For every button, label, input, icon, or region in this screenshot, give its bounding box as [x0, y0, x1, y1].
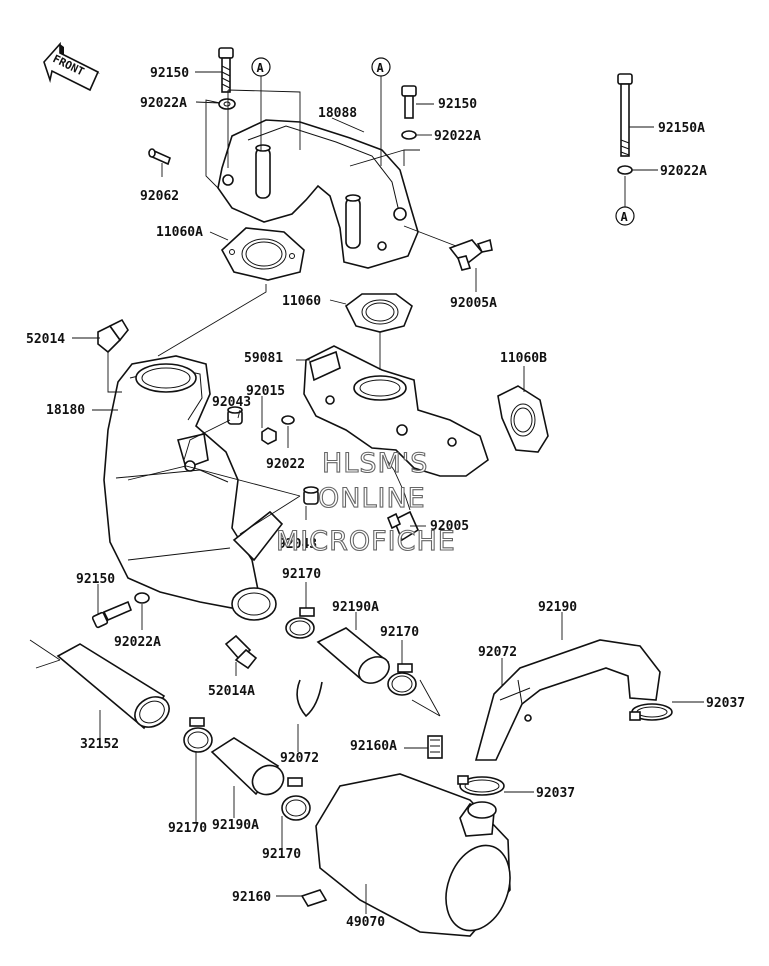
label-52014: 52014: [26, 332, 65, 347]
stud-92062: [148, 148, 171, 166]
label-92170-d: 92170: [262, 847, 301, 862]
watermark-line-1: HLSM'S: [322, 448, 428, 479]
label-11060b: 11060B: [500, 351, 547, 366]
label-11060a: 11060A: [156, 225, 203, 240]
bolt-92150a: [617, 73, 633, 157]
label-92072-a: 92072: [478, 645, 517, 660]
chamber-outlet: [231, 587, 277, 621]
label-92150-low: 92150: [76, 572, 115, 587]
svg-text:A: A: [621, 210, 629, 224]
label-32152: 32152: [80, 737, 119, 752]
reference-marker-a-1: A: [251, 57, 271, 77]
washer-92022a-right: [617, 165, 633, 175]
label-92015: 92015: [246, 384, 285, 399]
washer-92022a-top: [218, 98, 236, 110]
spacer-92043-top: [227, 406, 243, 425]
svg-text:A: A: [257, 61, 265, 75]
label-92170-b: 92170: [380, 625, 419, 640]
label-18180: 18180: [46, 403, 85, 418]
hose-92190a-upper: [316, 627, 390, 684]
label-92190a-a: 92190A: [332, 600, 379, 615]
front-arrow-badge: FRONT: [43, 41, 100, 92]
label-92022a-mid: 92022A: [434, 129, 481, 144]
watermark: HLSM'S ONLINE MICROFICHE: [275, 447, 456, 557]
nut-92015: [261, 427, 277, 445]
label-92022: 92022: [266, 457, 305, 472]
label-92022a-low: 92022A: [114, 635, 161, 650]
label-59081: 59081: [244, 351, 283, 366]
hose-clamp-92170-c: [183, 717, 213, 753]
gasket-11060b: [497, 385, 549, 453]
elbow-fitting-52014: [97, 318, 129, 354]
label-92170-c: 92170: [168, 821, 207, 836]
label-92037-a: 92037: [706, 696, 745, 711]
pad-92160: [300, 889, 328, 907]
label-92072-b: 92072: [280, 751, 319, 766]
label-92150-top: 92150: [150, 66, 189, 81]
label-52014a: 52014A: [208, 684, 255, 699]
label-92005: 92005: [430, 519, 469, 534]
spacer-92043-bottom: [303, 486, 319, 505]
label-92150a: 92150A: [658, 121, 705, 136]
label-92190: 92190: [538, 600, 577, 615]
label-92190a-b: 92190A: [212, 818, 259, 833]
watermark-line-2: ONLINE: [318, 483, 426, 514]
pipe-32152: [56, 643, 170, 730]
label-92005a: 92005A: [450, 296, 497, 311]
bolt-92150-top: [218, 47, 234, 93]
label-11060: 11060: [282, 294, 321, 309]
hose-clamp-92170-b: [387, 663, 417, 696]
label-92043-top: 92043: [212, 395, 251, 410]
fitting-92005a: [448, 238, 493, 271]
gasket-11060: [344, 293, 413, 333]
elbow-fitting-52014a: [224, 634, 258, 670]
gasket-11060a: [220, 227, 305, 281]
muffler-49070: [315, 773, 511, 937]
band-92072-left: [296, 679, 323, 718]
fitting-92005: [386, 510, 420, 542]
bolt-92150-mid: [401, 85, 417, 119]
watermark-line-3: MICROFICHE: [276, 526, 456, 557]
label-18088: 18088: [318, 106, 357, 121]
hose-clamp-92037-b: [457, 775, 505, 796]
label-92160: 92160: [232, 890, 271, 905]
hose-clamp-92170-a: [285, 607, 315, 639]
part-labels: 92150 92022A 92062 18088 92150 92022A 92…: [26, 66, 745, 930]
pad-92160a: [427, 735, 443, 759]
label-92022a-top: 92022A: [140, 96, 187, 111]
hose-92190: [474, 639, 661, 761]
hose-clamp-92037-a: [629, 703, 673, 721]
label-92043-bottom: 92043: [278, 537, 317, 552]
label-92062: 92062: [140, 189, 179, 204]
label-92160a: 92160A: [350, 739, 397, 754]
hose-clamp-92170-d: [281, 777, 311, 821]
washer-92022: [281, 415, 295, 425]
label-92037-b: 92037: [536, 786, 575, 801]
label-92022a-right: 92022A: [660, 164, 707, 179]
svg-text:A: A: [377, 61, 385, 75]
leader-lines: [29, 71, 704, 914]
washer-92022a-low: [134, 592, 150, 604]
exhaust-pipe-59081-assembly: [303, 345, 489, 477]
expansion-chamber-18180: [103, 355, 284, 609]
reference-marker-a-3: A: [615, 206, 635, 226]
bolt-92150-low: [91, 600, 133, 629]
label-92150-mid: 92150: [438, 97, 477, 112]
label-92170-a: 92170: [282, 567, 321, 582]
washer-92022a-mid: [401, 130, 417, 140]
label-49070: 49070: [346, 915, 385, 930]
hose-92190a-lower: [210, 737, 285, 796]
exhaust-manifold-18088: [217, 119, 419, 269]
reference-marker-a-2: A: [371, 57, 391, 77]
